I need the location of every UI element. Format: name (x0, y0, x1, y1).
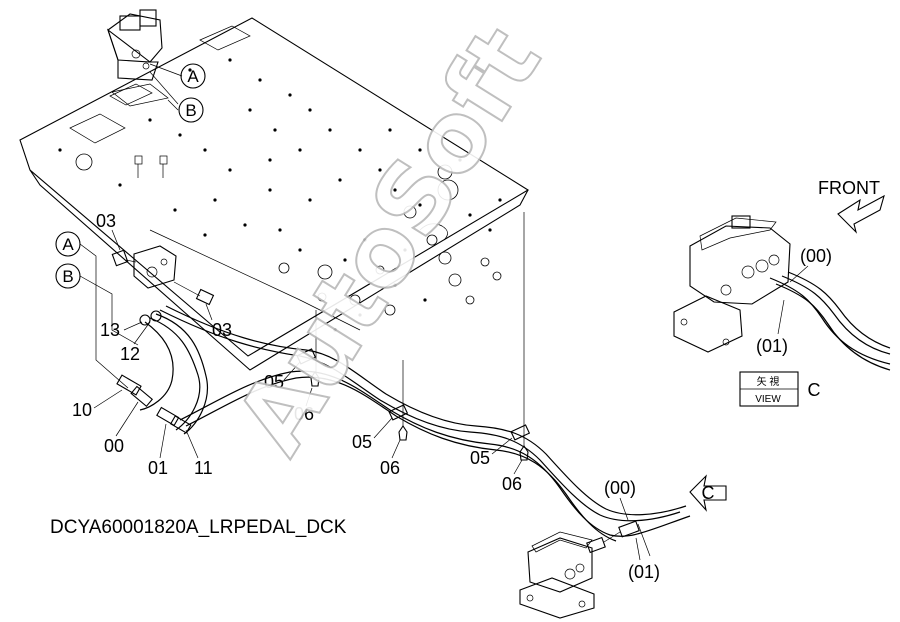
view-c-box: 矢 視 VIEW C (739, 371, 821, 407)
label-03-top: 03 (96, 211, 116, 231)
label-00-bottom: (00) (604, 478, 636, 498)
left-valve-block (111, 245, 215, 306)
label-01-left: 01 (148, 458, 168, 478)
bottom-valve-assembly (519, 520, 651, 619)
view-c-valve (673, 215, 891, 371)
drawing-code: DCYA60001820A_LRPEDAL_DCK (50, 517, 347, 538)
plate-holes (58, 58, 502, 332)
svg-text:B: B (185, 101, 196, 120)
svg-text:C: C (808, 380, 821, 400)
svg-text:A: A (62, 235, 74, 254)
label-05-a: 05 (264, 372, 284, 392)
label-03-right: 03 (212, 320, 232, 340)
label-01-bottom: (01) (628, 562, 660, 582)
left-callouts: A B (55, 231, 139, 389)
label-00-left: 00 (104, 436, 124, 456)
hose-clamps (296, 212, 531, 461)
label-05-c: 05 (470, 448, 490, 468)
label-13: 13 (100, 320, 120, 340)
top-valve-assembly (106, 9, 183, 111)
front-direction: FRONT (818, 178, 885, 234)
label-12: 12 (120, 344, 140, 364)
svg-text:AutoSoft: AutoSoft (215, 8, 563, 472)
label-06-a: 06 (294, 404, 314, 424)
svg-text:FRONT: FRONT (818, 178, 880, 198)
label-06-c: 06 (502, 474, 522, 494)
hose-fittings (116, 310, 192, 434)
svg-text:C: C (702, 483, 715, 503)
svg-text:A: A (187, 67, 199, 86)
svg-text:B: B (62, 267, 73, 286)
label-11: 11 (194, 458, 213, 478)
callout-b-top: B (178, 97, 204, 123)
label-01-view: (01) (756, 336, 788, 356)
part-labels: 03 03 13 12 10 00 01 11 05 06 05 06 05 0… (72, 211, 832, 582)
hoses (139, 305, 691, 542)
label-06-b: 06 (380, 458, 400, 478)
svg-text:矢 視: 矢 視 (757, 375, 780, 388)
label-10: 10 (72, 400, 92, 420)
watermark: AutoSoft (214, 7, 564, 473)
callout-a-top: A (180, 63, 206, 89)
svg-text:VIEW: VIEW (755, 394, 781, 405)
floor-plate (19, 17, 530, 371)
label-05-b: 05 (352, 432, 372, 452)
label-00-view: (00) (800, 246, 832, 266)
view-c-arrow: C (689, 474, 727, 512)
